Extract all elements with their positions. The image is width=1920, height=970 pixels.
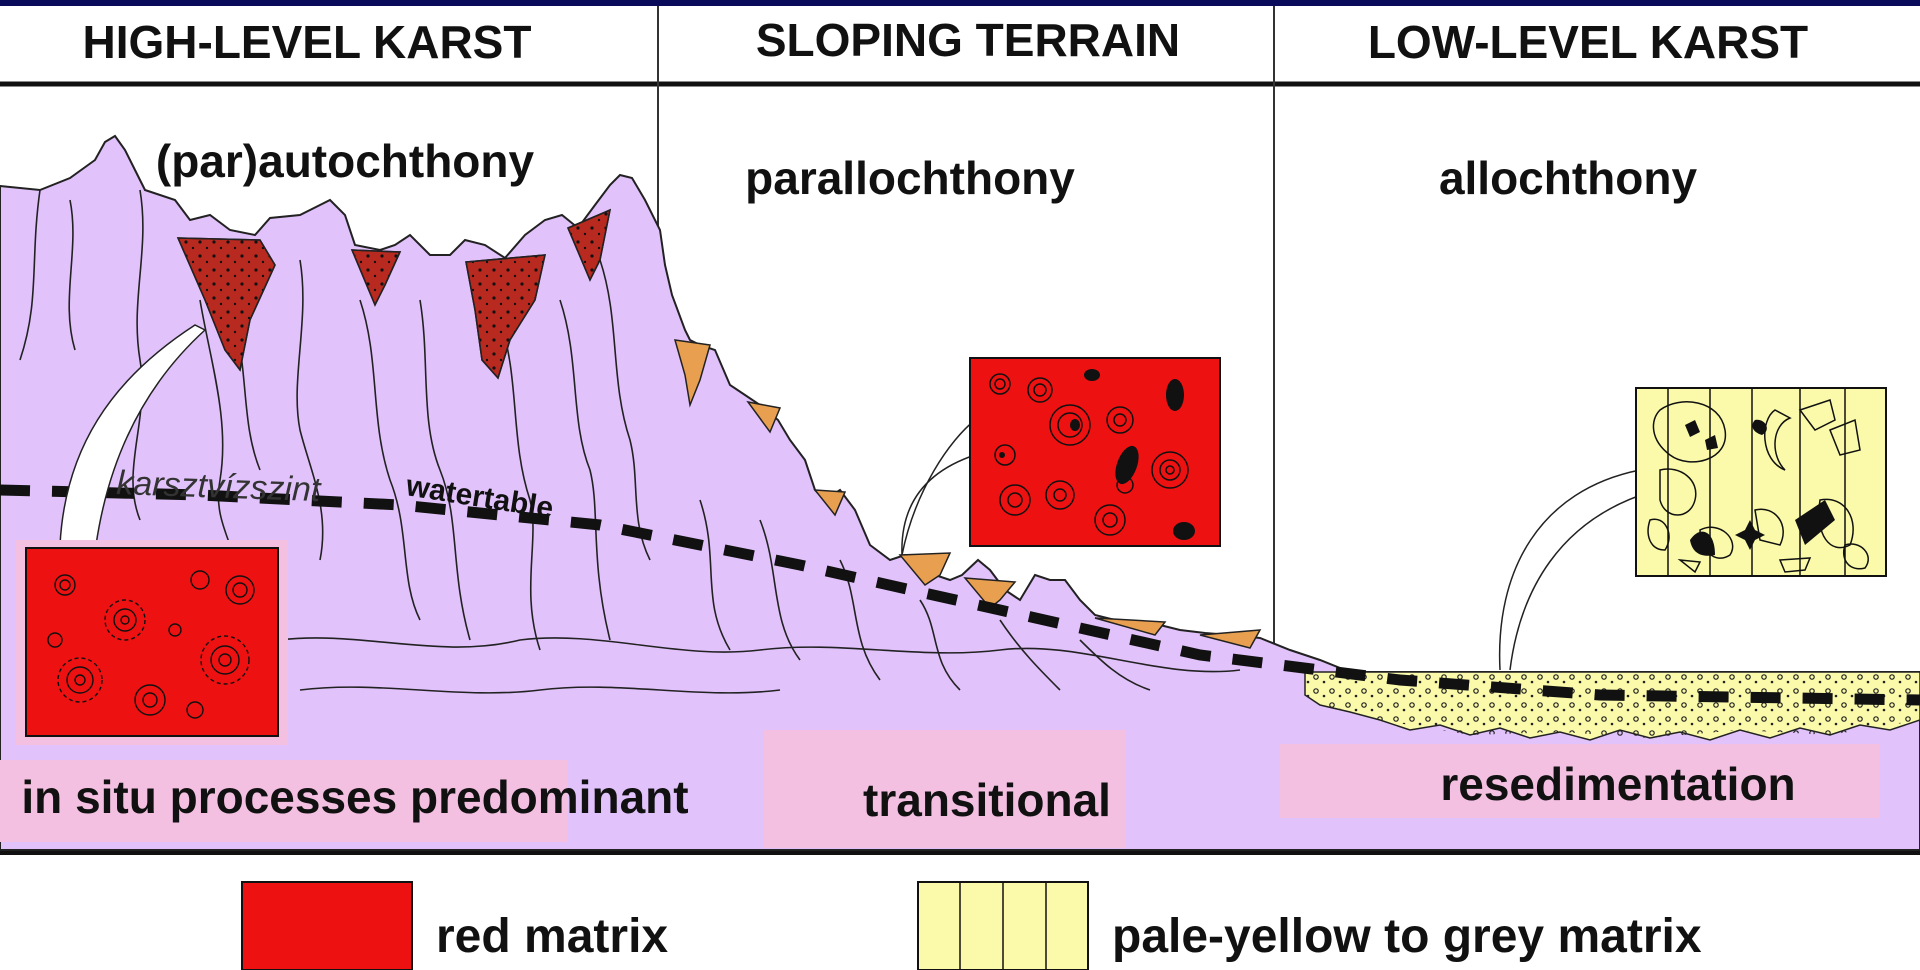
legend: red matrix pale-yellow to grey matrix xyxy=(242,882,1702,970)
process-label-low: resedimentation xyxy=(1440,758,1795,810)
legend-yellow-swatch xyxy=(918,882,1088,970)
legend-yellow-label: pale-yellow to grey matrix xyxy=(1112,910,1702,963)
legend-red-swatch xyxy=(242,882,412,970)
header-low-level-karst: LOW-LEVEL KARST xyxy=(1368,16,1808,68)
inset-slope-red-matrix xyxy=(902,358,1220,555)
watertable-local-label: karsztvízszint xyxy=(116,464,323,509)
inset-low-yellow-matrix xyxy=(1500,388,1886,670)
process-label-high: in situ processes predominant xyxy=(21,771,688,823)
header-sloping-terrain: SLOPING TERRAIN xyxy=(756,14,1180,66)
zone-label-high: (par)autochthony xyxy=(156,135,535,187)
zone-label-sloping: parallochthony xyxy=(745,152,1075,204)
header-high-level-karst: HIGH-LEVEL KARST xyxy=(83,16,532,68)
legend-red-label: red matrix xyxy=(436,910,668,963)
zone-label-low: allochthony xyxy=(1439,152,1698,204)
top-border xyxy=(0,0,1920,6)
process-label-sloping: transitional xyxy=(863,774,1111,826)
